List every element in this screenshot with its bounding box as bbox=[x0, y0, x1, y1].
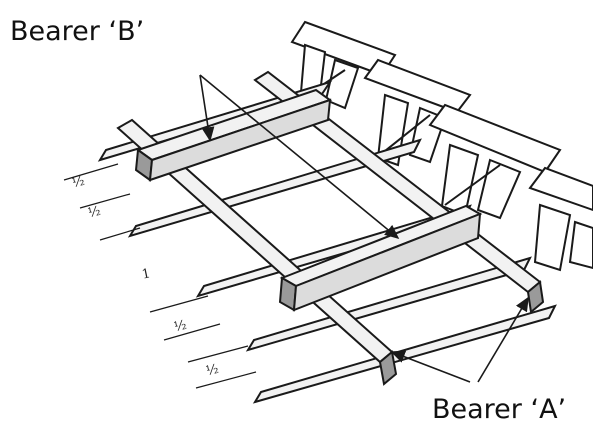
leader-arrows bbox=[199, 74, 529, 383]
truss-4 bbox=[528, 166, 593, 272]
bearer-b-members bbox=[134, 88, 483, 312]
roof-trusses bbox=[290, 20, 593, 272]
arrow-b-lower bbox=[199, 74, 400, 240]
spacing-mark-2: ½ bbox=[86, 203, 103, 222]
spacing-mark-5: ½ bbox=[204, 361, 221, 380]
bearer-b-lower-face bbox=[292, 212, 482, 312]
spacing-mark-1: ½ bbox=[70, 173, 87, 192]
ceiling-joists bbox=[97, 80, 557, 404]
truss-3 bbox=[428, 103, 562, 220]
arrow-a-left bbox=[390, 350, 471, 383]
bearer-b-upper-face bbox=[148, 98, 332, 182]
spacing-mark-4: ½ bbox=[172, 317, 189, 336]
joist-5 bbox=[252, 304, 557, 404]
arrow-a-right bbox=[477, 296, 529, 383]
bearer-a-label: Bearer ‘A’ bbox=[432, 394, 567, 425]
arrow-b-upper bbox=[199, 74, 215, 142]
joist-4 bbox=[245, 256, 532, 352]
bearer-b-label: Bearer ‘B’ bbox=[10, 16, 145, 47]
bearer-a-right-side bbox=[526, 280, 545, 314]
spacing-ticks bbox=[63, 163, 257, 389]
